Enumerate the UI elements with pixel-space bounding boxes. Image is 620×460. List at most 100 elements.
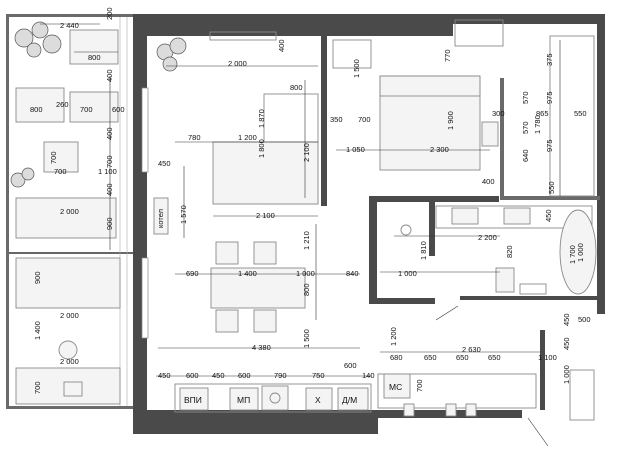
dining-chair-2 [253, 241, 277, 265]
dim: 1 050 [346, 145, 365, 154]
dim: 2 200 [478, 233, 497, 242]
bed [379, 75, 481, 171]
dim: 700 [54, 167, 67, 176]
boot-rack-1-icon [403, 403, 415, 417]
dining-chair-4 [253, 309, 277, 333]
bed-pillows [379, 75, 481, 97]
dimension-labels: 2 440 200 800 400 800 260 700 600 400 70… [30, 7, 591, 394]
living-furniture: котел [153, 31, 319, 333]
dim: 975 [545, 139, 554, 152]
wall-top-right [453, 14, 603, 24]
dim: 600 [238, 371, 251, 380]
hallway: МС [377, 305, 595, 447]
wardrobe [454, 19, 504, 47]
wall-bottom [133, 410, 378, 434]
dim: 600 [344, 361, 357, 370]
balcony-table [43, 141, 79, 173]
dim: 640 [521, 149, 530, 162]
wall-bedroom-right [500, 78, 504, 196]
dim: 750 [312, 371, 325, 380]
dim: 2 000 [60, 357, 79, 366]
wall-bath-left [369, 196, 377, 304]
hall-wardrobe [377, 373, 537, 409]
dim: 1 210 [302, 231, 311, 250]
dim: 2 100 [302, 143, 311, 162]
office-chair-icon [58, 340, 78, 360]
dim: 300 [492, 109, 505, 118]
dim: 450 [158, 371, 171, 380]
dim: 600 [186, 371, 199, 380]
dim: 650 [456, 353, 469, 362]
dim: 450 [158, 159, 171, 168]
dim: 1 000 [296, 269, 315, 278]
dim: 400 [482, 177, 495, 186]
dim: 2 000 [60, 311, 79, 320]
dim: 820 [505, 245, 514, 258]
dim: 1 400 [238, 269, 257, 278]
dim: 2 100 [256, 211, 275, 220]
kitchen: ВПИ МП Х Д/М [174, 383, 372, 413]
dim: 800 [30, 105, 43, 114]
bath-door-icon [435, 305, 459, 321]
dim: 800 [302, 283, 311, 296]
dim: 1 000 [398, 269, 417, 278]
dim: 500 [578, 315, 591, 324]
dim: 2 630 [462, 345, 481, 354]
dim: 400 [277, 39, 286, 52]
balcony-structure [9, 17, 149, 406]
vanity [435, 205, 593, 229]
dim: 600 [112, 105, 125, 114]
dim: 2 000 [60, 207, 79, 216]
boot-rack-3-icon [465, 403, 477, 417]
dimension-lines [40, 23, 561, 377]
dining-chair-1 [215, 241, 239, 265]
plant-icon-2 [10, 167, 35, 188]
dim: 1 100 [538, 353, 557, 362]
washer-box [337, 387, 369, 411]
sofa [212, 141, 319, 205]
sink-drain-icon [269, 392, 281, 404]
dim: 650 [488, 353, 501, 362]
balcony-bed [15, 257, 121, 309]
wall-top [133, 14, 453, 36]
dim: 1 810 [419, 241, 428, 260]
balcony-sofa-top [69, 29, 119, 65]
dim: 700 [358, 115, 371, 124]
entry-door-icon [527, 417, 549, 447]
boot-rack-2-icon [445, 403, 457, 417]
bath-shelf [519, 283, 547, 295]
dim: 1 200 [389, 327, 398, 346]
dim: 680 [390, 353, 403, 362]
window-dining [141, 257, 149, 339]
dim: 1 000 [576, 243, 585, 262]
plant-icon [14, 21, 62, 58]
dim: 975 [545, 91, 554, 104]
balcony-chair-1 [15, 87, 65, 123]
dim: 1 200 [238, 133, 257, 142]
balcony-wall-left [6, 14, 9, 409]
shower-icon [400, 224, 412, 236]
bedroom [332, 19, 595, 197]
dim: 1 870 [257, 109, 266, 128]
microwave-box [229, 387, 259, 411]
wall-bath2-bottom [460, 296, 600, 300]
laptop-icon [63, 381, 83, 397]
dim: 400 [105, 127, 114, 140]
dim: 450 [544, 209, 553, 222]
dim: 700 [105, 155, 114, 168]
dim: 1 700 [568, 245, 577, 264]
dim: 790 [274, 371, 287, 380]
dim: 400 [105, 183, 114, 196]
dim: 900 [105, 217, 114, 230]
wall-bedroom-left [321, 36, 327, 206]
dim: 1 500 [352, 59, 361, 78]
dim: 800 [290, 83, 303, 92]
dim: 770 [443, 49, 452, 62]
dim: 700 [33, 381, 42, 394]
boiler-label: котел [156, 209, 165, 228]
dim: 800 [88, 53, 101, 62]
washbasin-1-icon [451, 207, 479, 225]
hall-shelf [569, 369, 595, 421]
dim: 1 500 [302, 329, 311, 348]
dim: 2 000 [228, 59, 247, 68]
